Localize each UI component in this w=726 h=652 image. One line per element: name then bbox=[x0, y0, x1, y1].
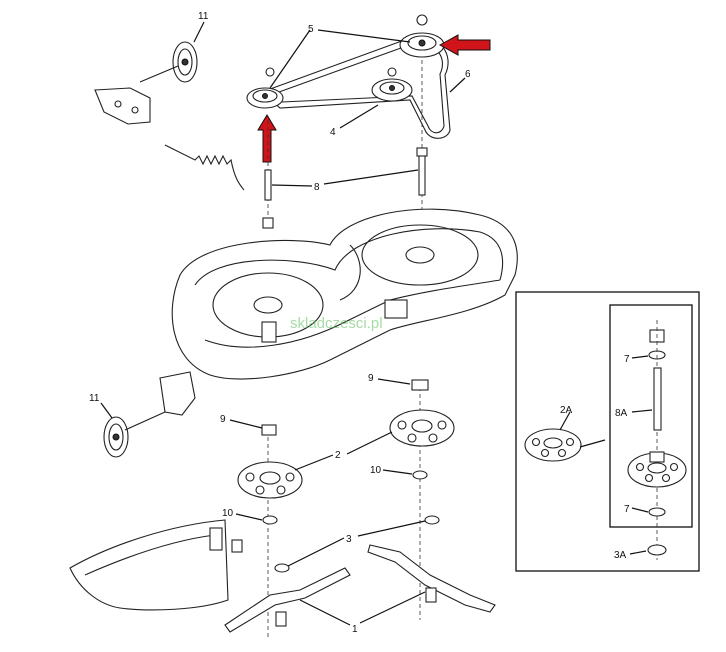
inset-outer-frame bbox=[515, 291, 700, 572]
inset-spindle bbox=[627, 451, 687, 488]
spindle-right bbox=[389, 409, 455, 447]
inset-spindle-2a bbox=[524, 428, 582, 462]
label-bolt-inset: 3A bbox=[614, 550, 627, 561]
label-bearing-inset-bottom: 7 bbox=[624, 504, 630, 515]
spindle-left bbox=[237, 461, 303, 499]
label-bearing-inset-top: 7 bbox=[624, 354, 630, 365]
blade-right bbox=[367, 544, 496, 613]
spacer-lower bbox=[261, 424, 277, 436]
spring bbox=[164, 144, 245, 191]
inset-shaft-8a bbox=[653, 320, 662, 560]
label-shaft: 8 bbox=[314, 182, 320, 193]
label-idler: 4 bbox=[330, 127, 336, 138]
discharge-chute bbox=[69, 519, 243, 611]
gauge-wheel-bottom bbox=[103, 371, 196, 458]
label-shaft-inset: 8A bbox=[615, 408, 628, 419]
inset-bolt-3a bbox=[647, 544, 667, 556]
inset-inner-frame bbox=[609, 304, 693, 528]
watermark: skladczesci.pl bbox=[290, 315, 383, 332]
label-wheel-bottom: 11 bbox=[89, 393, 100, 404]
bolt-right bbox=[424, 515, 440, 525]
pulley-right bbox=[399, 14, 445, 58]
label-spindle: 2 bbox=[335, 450, 341, 461]
callout-labels: 11 5 6 4 8 11 9 9 2 10 10 3 1 2A 7 8A 7 … bbox=[89, 11, 630, 635]
gauge-wheel-top bbox=[94, 41, 198, 125]
mower-deck bbox=[171, 208, 518, 380]
leader-lines bbox=[100, 21, 653, 626]
label-pulleys: 5 bbox=[308, 24, 314, 35]
shaft-left bbox=[262, 120, 274, 229]
label-washer-lower: 10 bbox=[222, 508, 234, 519]
washer-upper bbox=[412, 470, 428, 480]
label-wheel-top: 11 bbox=[198, 11, 209, 22]
label-belt: 6 bbox=[465, 69, 471, 80]
spacer-upper bbox=[411, 379, 429, 391]
label-bolt: 3 bbox=[346, 534, 352, 545]
label-blades: 1 bbox=[352, 624, 358, 635]
red-arrow-right bbox=[438, 34, 491, 56]
washer-lower bbox=[262, 515, 278, 525]
red-arrow-down bbox=[257, 114, 277, 163]
blade-left bbox=[224, 567, 351, 633]
bolt-left bbox=[274, 563, 290, 573]
inset-bearing-bottom bbox=[648, 507, 666, 517]
pulley-left bbox=[246, 87, 284, 109]
label-spacer-upper: 9 bbox=[368, 373, 374, 384]
label-spindle-inset: 2A bbox=[560, 405, 573, 416]
idler-pulley bbox=[371, 67, 413, 102]
nut-left bbox=[265, 67, 275, 77]
label-washer-upper: 10 bbox=[370, 465, 382, 476]
label-spacer-lower: 9 bbox=[220, 414, 226, 425]
